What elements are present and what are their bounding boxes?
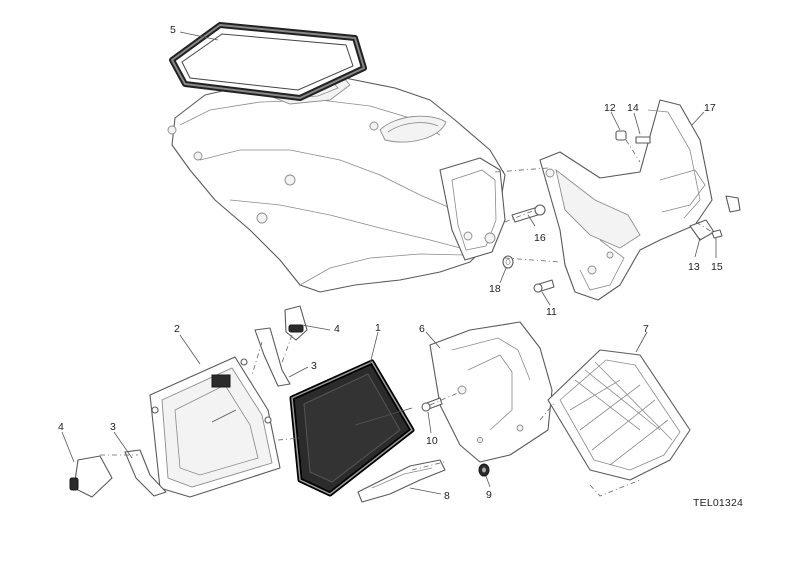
callout-9: 9 bbox=[486, 489, 492, 501]
callout-13: 13 bbox=[688, 261, 700, 273]
fasteners-upper bbox=[502, 130, 723, 293]
grille-mesh bbox=[547, 349, 691, 481]
callout-1: 1 bbox=[375, 322, 381, 334]
callout-7: 7 bbox=[643, 323, 649, 335]
clips-and-springs bbox=[69, 305, 308, 498]
callout-10: 10 bbox=[426, 435, 438, 447]
callout-12: 12 bbox=[604, 102, 616, 114]
callout-11: 11 bbox=[546, 306, 557, 318]
callout-14: 14 bbox=[627, 102, 639, 114]
callout-4-upper: 4 bbox=[334, 323, 340, 335]
tail-bracket bbox=[539, 99, 741, 301]
callout-3-lower: 3 bbox=[110, 421, 116, 433]
bottom-plate bbox=[357, 459, 446, 503]
callout-6: 6 bbox=[419, 323, 425, 335]
drawing-code: TEL01324 bbox=[693, 497, 744, 509]
leader-lines bbox=[61, 31, 717, 495]
callout-3-upper: 3 bbox=[311, 360, 317, 372]
callout-2: 2 bbox=[174, 323, 180, 335]
filter-housing-frame bbox=[149, 356, 281, 498]
callout-17: 17 bbox=[704, 102, 716, 114]
side-cover bbox=[421, 321, 553, 477]
callout-15: 15 bbox=[711, 261, 723, 273]
callout-16: 16 bbox=[534, 232, 546, 244]
callout-4-lower: 4 bbox=[58, 421, 64, 433]
air-filter-element bbox=[289, 359, 415, 497]
callout-8: 8 bbox=[444, 490, 450, 502]
callout-18: 18 bbox=[489, 283, 501, 295]
frame-body bbox=[167, 61, 506, 293]
callout-5: 5 bbox=[170, 24, 176, 36]
gasket-ring bbox=[169, 22, 367, 101]
